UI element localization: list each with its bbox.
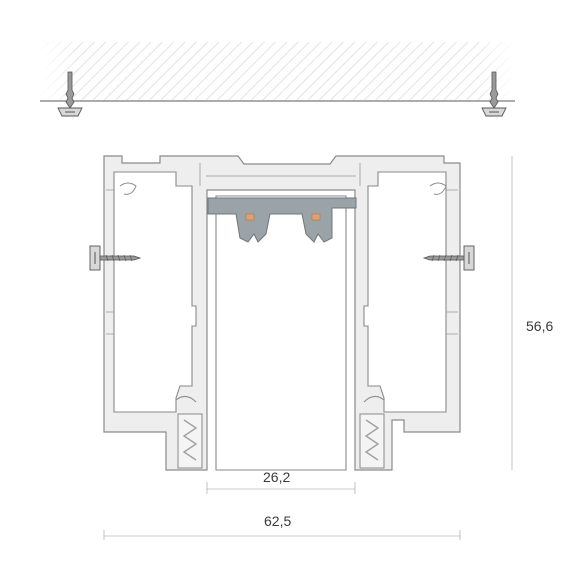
spring-clip-right — [359, 413, 385, 469]
aluminium-profile — [103, 155, 461, 471]
contact-left — [245, 213, 255, 221]
screw-icon — [89, 245, 142, 271]
ceiling — [40, 42, 515, 102]
inner-width-dimension-label: 26,2 — [263, 469, 290, 485]
dimension-lines — [103, 156, 513, 540]
height-dimension-label: 56,6 — [526, 318, 553, 334]
outer-width-dimension-label: 62,5 — [264, 513, 291, 529]
contact-right — [311, 213, 321, 221]
track-insert — [207, 197, 357, 243]
spring-clip-left — [177, 413, 203, 469]
screw-icon — [57, 71, 83, 117]
screw-icon — [422, 245, 475, 271]
screw-icon — [481, 71, 507, 117]
